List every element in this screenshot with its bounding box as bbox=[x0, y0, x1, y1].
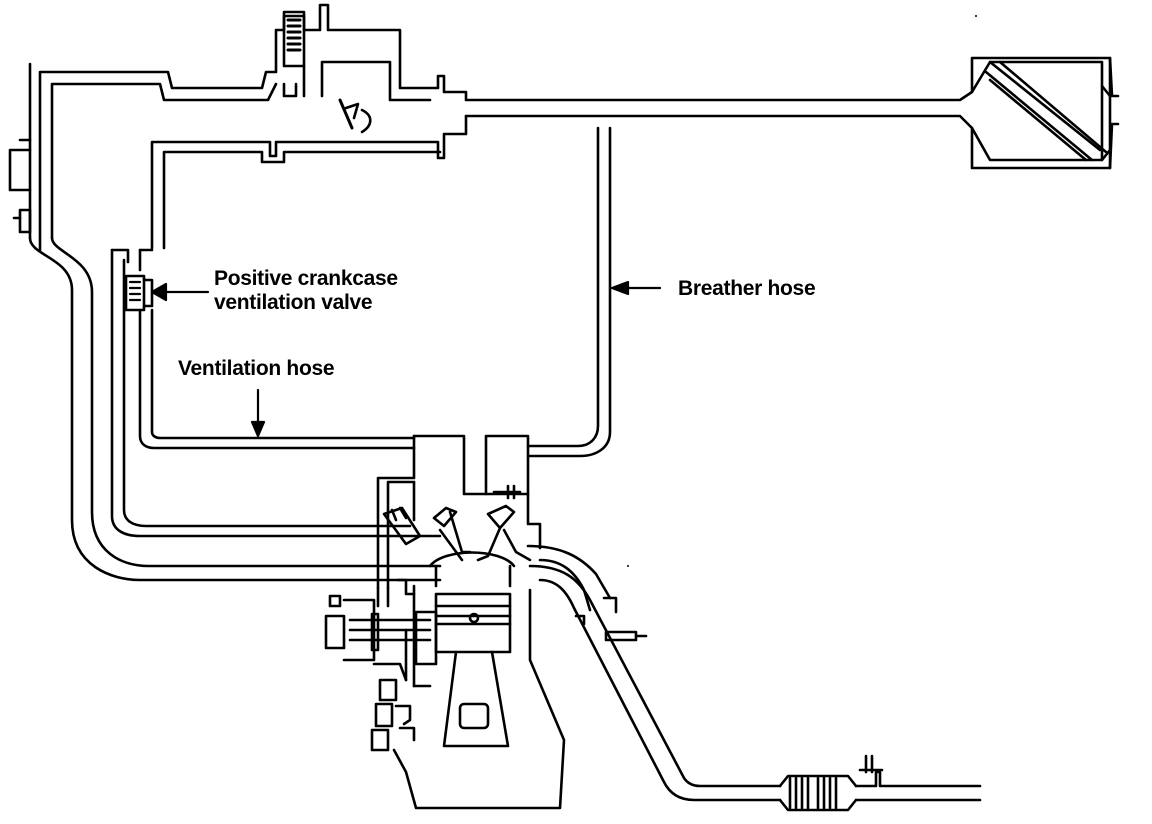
catalytic-converter bbox=[778, 754, 982, 812]
pcv-valve-label-line2: ventilation valve bbox=[214, 291, 373, 314]
cylinder-block bbox=[324, 578, 566, 810]
air-cleaner bbox=[970, 60, 1112, 162]
pcv-valve-label-line1: Positive crankcase bbox=[214, 267, 398, 290]
breather-hose bbox=[526, 126, 612, 458]
outer-hose bbox=[28, 236, 442, 582]
exhaust-pipe bbox=[526, 544, 782, 802]
pcv-valve bbox=[124, 274, 154, 312]
intake-duct bbox=[28, 3, 1120, 252]
leader-arrows bbox=[150, 280, 662, 438]
left-connectors bbox=[8, 138, 32, 234]
pcv-hose bbox=[110, 248, 442, 538]
breather-hose-label: Breather hose bbox=[678, 277, 816, 300]
ventilation-hose-label: Ventilation hose bbox=[178, 357, 335, 380]
engine-head bbox=[376, 434, 542, 590]
ventilation-hose bbox=[138, 308, 416, 450]
